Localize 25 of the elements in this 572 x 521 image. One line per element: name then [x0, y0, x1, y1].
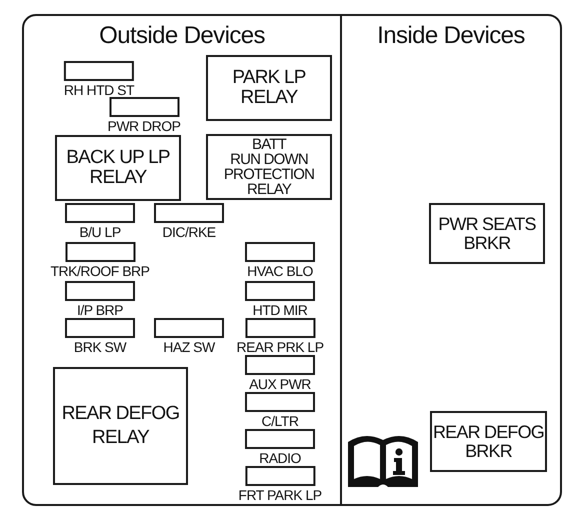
fuse-label: PWR DROP	[108, 119, 180, 133]
relay-box: BACK UP LP RELAY	[55, 135, 181, 201]
relay-box: PARK LP RELAY	[206, 55, 332, 121]
fuse-label: FRT PARK LP	[238, 488, 322, 502]
fuse-label: AUX PWR	[249, 377, 311, 391]
fuse-label: HAZ SW	[163, 340, 215, 354]
fuse-label: BRK SW	[74, 340, 126, 354]
relay-box: BATT RUN DOWN PROTECTION RELAY	[206, 134, 332, 200]
breaker-box: REAR DEFOG BRKR	[430, 411, 547, 472]
fuse-label: I/P BRP	[76, 303, 124, 317]
fuse-label: RH HTD ST	[64, 83, 134, 97]
fuse-label: B/U LP	[79, 225, 121, 239]
section-heading: Outside Devices	[99, 22, 265, 50]
fuse-label: DIC/RKE	[162, 225, 216, 239]
fuse-label: C/LTR	[262, 414, 298, 428]
fuse-label: RADIO	[259, 451, 301, 465]
section-heading: Inside Devices	[377, 22, 525, 50]
panel-section	[342, 14, 562, 506]
fuse-label: TRK/ROOF BRP	[50, 264, 150, 278]
relay-box: REAR DEFOG RELAY	[53, 367, 188, 485]
panel-section	[22, 14, 342, 506]
breaker-box: PWR SEATS BRKR	[429, 203, 545, 264]
fuse-label: REAR PRK LP	[236, 340, 324, 354]
fuse-label: HTD MIR	[252, 303, 308, 317]
fuse-label: HVAC BLO	[247, 264, 313, 278]
